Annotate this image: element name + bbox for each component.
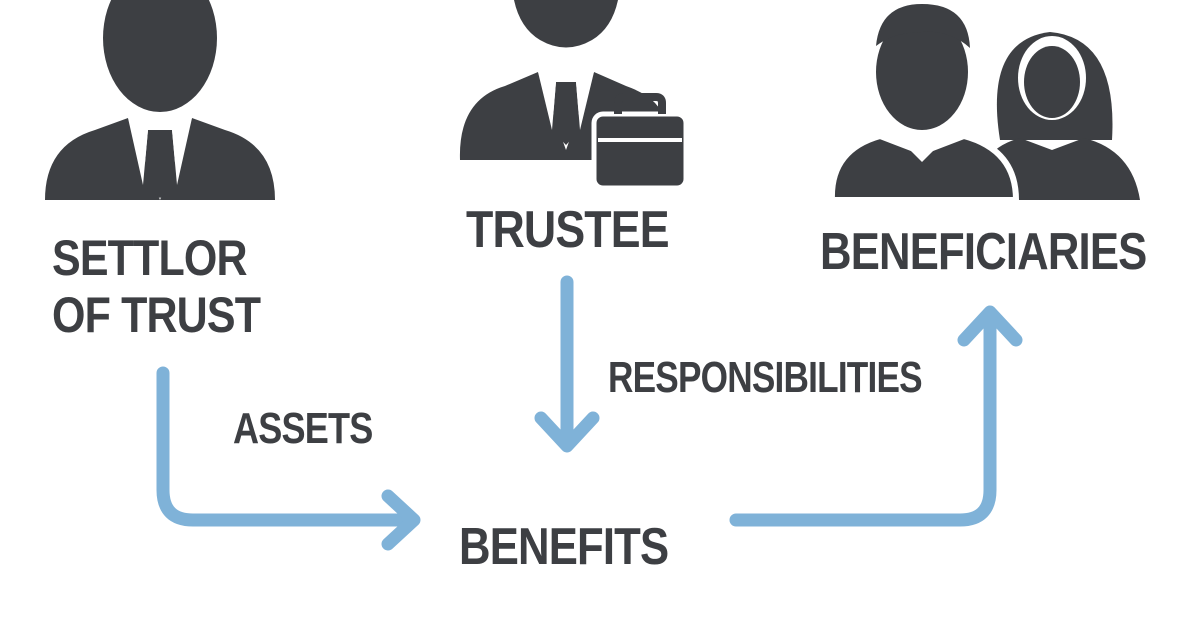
man-icon — [828, 4, 1020, 203]
briefcase-icon — [591, 93, 689, 191]
beneficiaries-label: BENEFICIARIES — [820, 223, 1147, 281]
settlor-label-line2: OF TRUST — [52, 287, 261, 343]
assets-label: ASSETS — [233, 404, 373, 453]
settlor-label-line1: SETTLOR — [52, 230, 248, 286]
benefits-arrow — [729, 305, 1023, 527]
responsibilities-label: RESPONSIBILITIES — [608, 353, 923, 402]
responsibilities-arrow — [534, 275, 600, 453]
beneficiaries-people-icon — [828, 4, 1140, 203]
trustee-label: TRUSTEE — [466, 201, 670, 259]
settlor-of-trust-label: SETTLOR OF TRUST — [52, 230, 261, 344]
assets-arrow — [156, 366, 421, 551]
settlor-businessman-icon — [45, 0, 275, 200]
woman-icon — [975, 32, 1140, 200]
benefits-label: BENEFITS — [459, 518, 669, 576]
